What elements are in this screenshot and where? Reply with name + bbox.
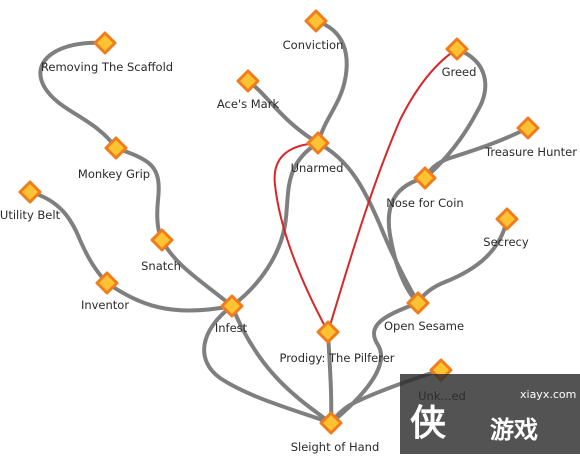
edge-monkeygrip-snatch (114, 146, 164, 242)
skill-node-label: Treasure Hunter (484, 145, 577, 159)
edge-utilitybelt-inventor (28, 190, 109, 285)
skill-node-secrecy[interactable]: Secrecy (483, 207, 529, 249)
edge-prodigy-sleight (326, 330, 334, 425)
watermark-site: xiayx.com (520, 388, 576, 401)
skill-node-diamond-icon[interactable] (406, 291, 430, 315)
skill-node-label: Conviction (283, 38, 344, 52)
skill-node-nose-for-coin[interactable]: Nose for Coin (386, 166, 464, 210)
skill-node-label: Unarmed (291, 161, 344, 175)
edge-noseforcoin-opensesame (386, 176, 427, 305)
edge-secrecy-opensesame (416, 217, 509, 305)
highlight-route-prodigy-greed (273, 142, 329, 333)
edge-unarmed-opensesame (316, 141, 420, 305)
skill-node-sleight-of-hand[interactable]: Sleight of Hand (291, 411, 380, 454)
skill-node-diamond-icon[interactable] (18, 180, 42, 204)
edge-acesmark-unarmed (246, 79, 320, 145)
skill-node-diamond-icon[interactable] (93, 31, 117, 55)
skill-node-diamond-icon[interactable] (304, 9, 328, 33)
skill-node-label: Monkey Grip (78, 167, 150, 181)
skill-node-inventor[interactable]: Inventor (81, 271, 129, 312)
edge-inventor-infest (105, 281, 234, 313)
skill-node-label: Inventor (81, 298, 129, 312)
skill-node-diamond-icon[interactable] (413, 166, 437, 190)
skill-node-snatch[interactable]: Snatch (141, 228, 181, 273)
skill-node-diamond-icon[interactable] (516, 116, 540, 140)
skill-node-aces-mark[interactable]: Ace's Mark (217, 69, 280, 111)
skill-node-label: Secrecy (483, 235, 529, 249)
edge-scaffold-monkeygrip (38, 40, 118, 150)
skill-node-label: Nose for Coin (386, 196, 463, 210)
skill-node-label: Removing The Scaffold (41, 60, 173, 74)
skill-node-open-sesame[interactable]: Open Sesame (384, 291, 464, 333)
watermark-glyph: 侠 (410, 403, 447, 444)
skill-node-diamond-icon[interactable] (319, 411, 343, 435)
skill-node-diamond-icon[interactable] (95, 271, 119, 295)
edge-infest-sleight (202, 304, 333, 425)
skill-node-label: Prodigy: The Pilferer (279, 351, 394, 365)
skill-node-diamond-icon[interactable] (104, 136, 128, 160)
edge-layer (28, 19, 530, 425)
skill-node-label: Open Sesame (384, 319, 464, 333)
skill-node-label: Snatch (141, 259, 181, 273)
skill-node-prodigy-the-pilferer[interactable]: Prodigy: The Pilferer (279, 320, 395, 365)
node-layer: Removing The Scaffold ConvictionGreedAce'… (0, 9, 577, 454)
edge-opensesame-sleight (329, 301, 420, 425)
edge-snatch-infest (160, 238, 234, 308)
skill-node-label: Ace's Mark (217, 97, 280, 111)
edge-infest-unarmed (230, 141, 320, 308)
skill-node-diamond-icon[interactable] (236, 69, 260, 93)
edge-treasure-noseforcoin (423, 126, 530, 180)
skill-node-unarmed[interactable]: Unarmed (291, 131, 344, 175)
skill-node-removing-the-scaffold[interactable]: Removing The Scaffold (41, 31, 173, 74)
skill-node-conviction[interactable]: Conviction (283, 9, 344, 52)
skill-node-diamond-icon[interactable] (316, 320, 340, 344)
skill-node-monkey-grip[interactable]: Monkey Grip (78, 136, 150, 181)
skill-node-diamond-icon[interactable] (220, 294, 244, 318)
skill-node-label: Utility Belt (0, 208, 61, 222)
skill-node-label: Greed (442, 65, 477, 79)
skill-node-diamond-icon[interactable] (306, 131, 330, 155)
watermark: xiayx.com 侠 游戏 (400, 374, 580, 454)
skill-node-utility-belt[interactable]: Utility Belt (0, 180, 61, 222)
skill-node-diamond-icon[interactable] (445, 37, 469, 61)
edge-sleight-loop (230, 304, 333, 425)
highlight-layer (273, 48, 458, 333)
highlight-route-greed (327, 48, 458, 333)
skill-node-label: Infest (215, 321, 248, 335)
skill-node-diamond-icon[interactable] (150, 228, 174, 252)
skill-node-label: Sleight of Hand (291, 440, 380, 454)
edge-conviction-unarmed (314, 19, 349, 145)
skill-node-treasure-hunter[interactable]: Treasure Hunter (484, 116, 577, 159)
watermark-box (400, 374, 580, 454)
watermark-text: 游戏 (490, 416, 538, 444)
skill-node-infest[interactable]: Infest (215, 294, 248, 335)
skill-node-greed[interactable]: Greed (442, 37, 477, 79)
skill-node-diamond-icon[interactable] (495, 207, 519, 231)
